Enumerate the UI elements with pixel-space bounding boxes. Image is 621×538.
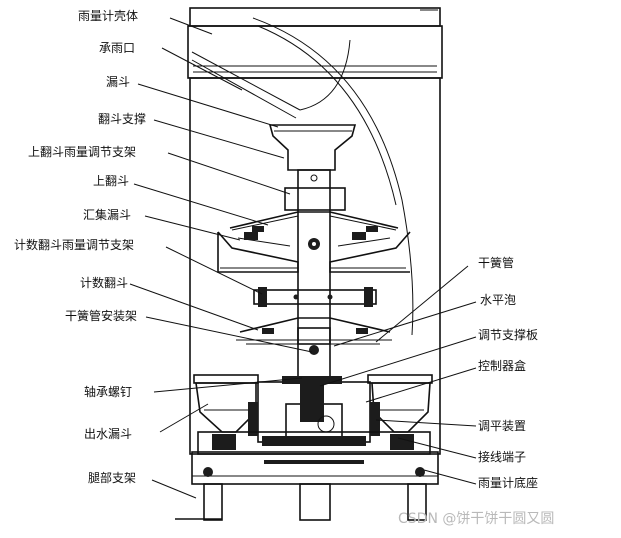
housing-top-cap [189, 7, 441, 27]
leader-lines [129, 17, 477, 499]
label-level-bubble: 水平泡 [480, 293, 516, 307]
collecting-funnel [217, 231, 411, 273]
label-leg-bracket: 腿部支架 [88, 470, 136, 485]
label-funnel: 漏斗 [106, 75, 130, 89]
rain-inlet-chute [191, 17, 414, 336]
label-reed-switch-mount: 干簧管安装架 [65, 308, 137, 323]
label-collecting-funnel: 汇集漏斗 [83, 207, 131, 222]
label-controller-box: 控制器盒 [478, 358, 526, 373]
outlet-funnel-right [371, 382, 431, 433]
label-terminal-block: 接线端子 [478, 449, 526, 464]
label-housing: 雨量计壳体 [78, 9, 138, 23]
label-counting-bucket: 计数翻斗 [80, 275, 128, 290]
right-labels: 干簧管 水平泡 调节支撑板 控制器盒 调平装置 接线端子 雨量计底座 [478, 255, 538, 490]
upper-bucket-adjust-bracket [284, 187, 346, 211]
label-upper-bucket: 上翻斗 [93, 174, 129, 188]
funnel [268, 124, 357, 171]
counting-tipping-bucket [236, 317, 392, 345]
base-plate [191, 451, 439, 485]
label-upper-bucket-adjust-bracket: 上翻斗雨量调节支架 [28, 145, 136, 159]
label-adjust-support-plate: 调节支撑板 [478, 327, 538, 342]
outlet-funnel-left [195, 382, 257, 433]
label-counting-bucket-adjust-bracket: 计数翻斗雨量调节支架 [14, 237, 134, 252]
lower-assembly [193, 374, 433, 455]
left-labels: 雨量计壳体 承雨口 漏斗 翻斗支撑 上翻斗雨量调节支架 上翻斗 汇集漏斗 计数翻… [14, 9, 146, 485]
watermark: CSDN @饼干饼干圆又圆 [398, 511, 554, 527]
label-gauge-base: 雨量计底座 [478, 475, 538, 490]
counting-bucket-bracket [253, 287, 377, 307]
label-bucket-support: 翻斗支撑 [98, 111, 146, 126]
label-leveling-device: 调平装置 [478, 419, 526, 433]
leg-brackets [175, 483, 427, 521]
upper-tipping-bucket [229, 211, 399, 232]
label-reed-switch: 干簧管 [478, 255, 514, 270]
rain-gauge-base [191, 451, 439, 485]
label-outlet-funnel: 出水漏斗 [84, 427, 132, 441]
label-bearing-screw: 轴承螺钉 [84, 384, 132, 399]
label-rain-inlet: 承雨口 [99, 41, 135, 55]
